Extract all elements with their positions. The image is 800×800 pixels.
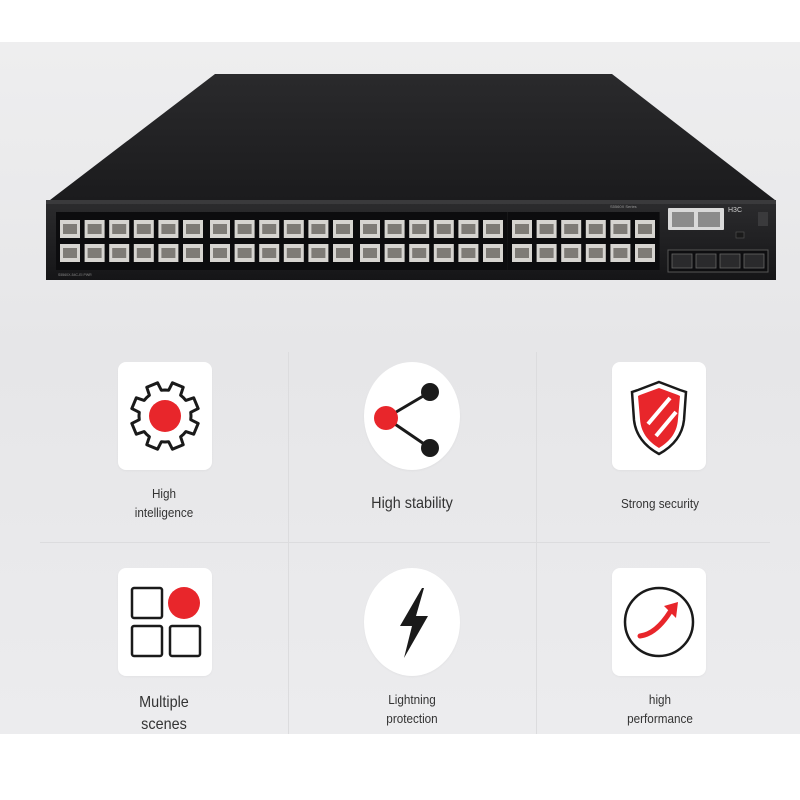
- gear-icon: [130, 381, 200, 451]
- feature-tile-performance: [612, 568, 706, 676]
- feature-label-intelligence: High intelligence: [134, 486, 194, 520]
- shield-icon: [630, 380, 688, 456]
- lightning-bolt-icon: [400, 588, 428, 658]
- feature-tile-intelligence: [118, 362, 212, 470]
- share-node-icon: [374, 383, 439, 457]
- feature-label-security: Strong security: [620, 496, 700, 511]
- product-showcase: H3C S5560X Series S5560X-54C-EI PWR High…: [0, 42, 800, 734]
- feature-label-performance: high performance: [627, 692, 693, 726]
- feature-tile-stability: [364, 362, 460, 470]
- trend-arrow-icon: [623, 586, 695, 658]
- brand-logo: H3C: [728, 207, 742, 214]
- divider: [40, 542, 770, 543]
- svg-text:S5560X Series: S5560X Series: [610, 204, 637, 209]
- feature-tile-scenes: [118, 568, 212, 676]
- feature-label-lightning: Lightning protection: [386, 692, 438, 726]
- divider: [536, 352, 537, 734]
- feature-label-scenes: Multiple scenes: [139, 694, 189, 733]
- svg-text:S5560X-54C-EI PWR: S5560X-54C-EI PWR: [58, 273, 92, 277]
- feature-tile-lightning: [364, 568, 460, 676]
- grid-squares-icon: [130, 586, 202, 658]
- feature-tile-security: [612, 362, 706, 470]
- network-switch-image: H3C S5560X Series S5560X-54C-EI PWR: [46, 74, 776, 280]
- divider: [288, 352, 289, 734]
- feature-label-stability: High stability: [371, 495, 453, 512]
